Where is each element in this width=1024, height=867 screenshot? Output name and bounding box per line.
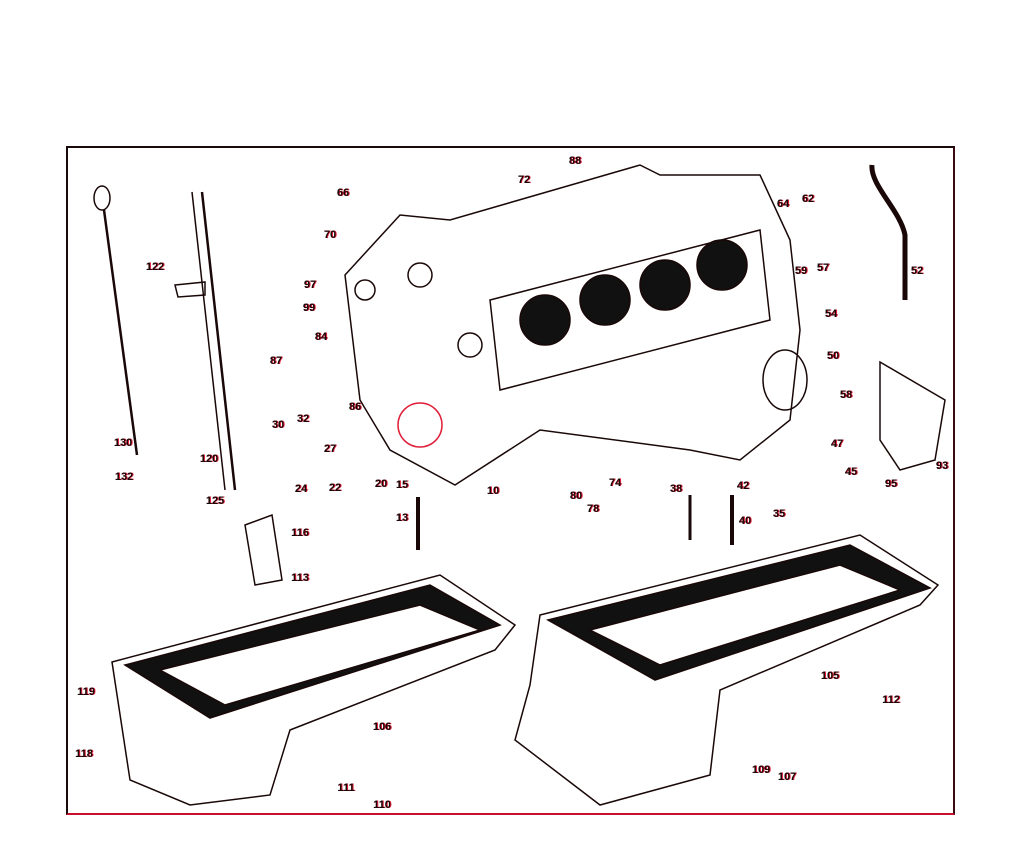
- part-number-label: 99: [302, 302, 316, 314]
- part-number-label: 122: [145, 261, 165, 273]
- part-number-label: 62: [801, 193, 815, 205]
- part-number-label: 93: [935, 460, 949, 472]
- part-number-label: 27: [323, 443, 337, 455]
- part-number-label: 106: [372, 721, 392, 733]
- part-number-label: 80: [569, 490, 583, 502]
- part-number-label: 120: [199, 453, 219, 465]
- part-number-label: 84: [314, 331, 328, 343]
- part-number-label: 45: [844, 466, 858, 478]
- part-number-label: 74: [608, 477, 622, 489]
- part-number-label: 107: [777, 771, 797, 783]
- part-number-label: 88: [568, 155, 582, 167]
- cover-plate: [879, 360, 946, 471]
- part-number-label: 116: [291, 527, 309, 539]
- part-number-label: 59: [794, 265, 808, 277]
- part-number-label: 47: [830, 438, 844, 450]
- part-number-label: 40: [738, 515, 752, 527]
- part-number-label: 110: [373, 799, 391, 811]
- part-number-label: 119: [77, 686, 95, 698]
- bracket-113: [244, 513, 283, 586]
- part-number-label: 20: [374, 478, 388, 490]
- oil-pan-105: [514, 534, 940, 806]
- part-number-label: 58: [839, 389, 853, 401]
- engine-block: [344, 164, 808, 486]
- part-number-label: 35: [772, 508, 786, 520]
- part-number-label: 118: [75, 748, 93, 760]
- part-number-label: 15: [395, 479, 409, 491]
- part-number-label: 50: [826, 350, 840, 362]
- part-number-label: 113: [291, 572, 309, 584]
- part-number-label: 70: [323, 229, 337, 241]
- part-number-label: 111: [337, 782, 355, 794]
- part-number-label: 95: [884, 478, 898, 490]
- part-number-label: 54: [824, 308, 838, 320]
- part-number-label: 38: [669, 483, 683, 495]
- part-number-label: 112: [882, 694, 900, 706]
- diagram-frame: [66, 146, 955, 815]
- part-number-label: 57: [816, 262, 830, 274]
- part-number-label: 109: [751, 764, 771, 776]
- part-number-label: 86: [348, 401, 362, 413]
- part-number-label: 32: [296, 413, 310, 425]
- part-number-label: 105: [820, 670, 840, 682]
- dipstick-tube: [174, 191, 237, 491]
- part-number-label: 132: [114, 471, 134, 483]
- part-number-label: 78: [586, 503, 600, 515]
- part-number-label: 52: [910, 265, 924, 277]
- part-number-label: 42: [736, 480, 750, 492]
- breather-pipe: [869, 164, 908, 300]
- part-number-label: 97: [303, 279, 317, 291]
- part-number-label: 64: [776, 198, 790, 210]
- part-number-label: 72: [517, 174, 531, 186]
- part-number-label: 22: [328, 482, 342, 494]
- part-number-label: 13: [395, 512, 409, 524]
- part-number-label: 130: [113, 437, 133, 449]
- part-number-label: 87: [269, 355, 283, 367]
- part-number-label: 30: [271, 419, 285, 431]
- part-number-label: 66: [336, 187, 350, 199]
- part-number-label: 125: [205, 495, 225, 507]
- part-number-label: 24: [294, 483, 308, 495]
- dipstick: [93, 185, 139, 456]
- oil-pan-106: [111, 574, 517, 806]
- part-number-label: 10: [486, 485, 500, 497]
